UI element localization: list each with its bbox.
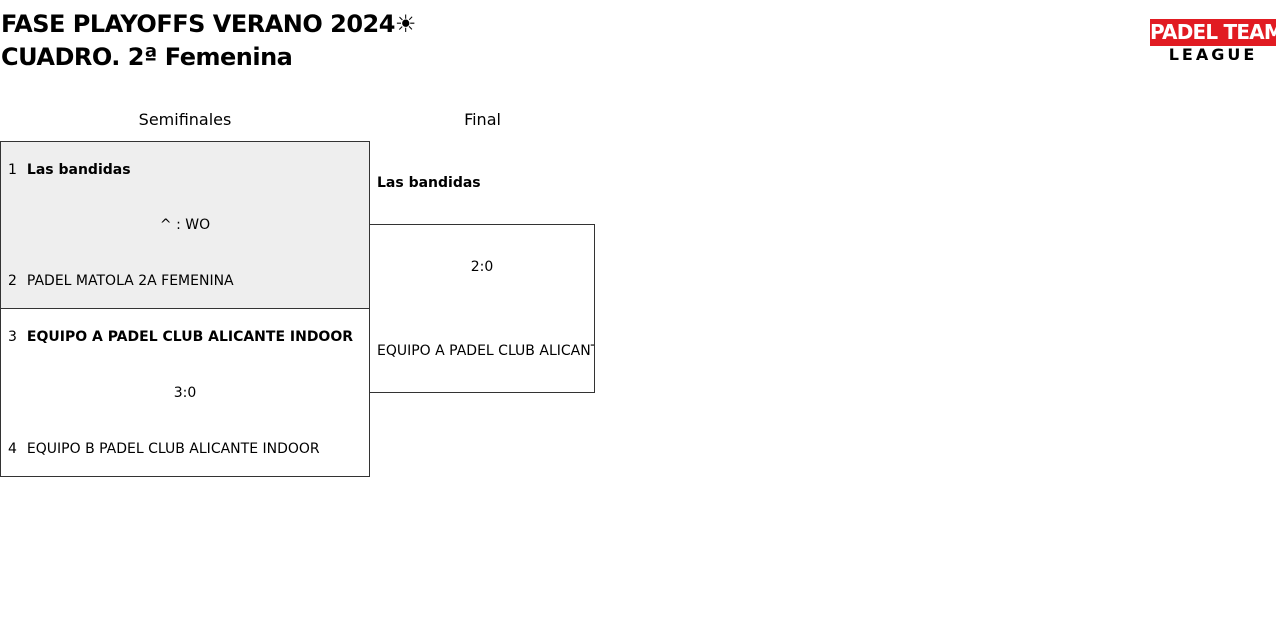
match-score: 3:0 <box>173 385 197 401</box>
logo-top-text: PADEL TEAM <box>1150 19 1276 46</box>
team-name: EQUIPO A PADEL CLUB ALICANTE INDOOR <box>26 329 354 345</box>
semifinal-match-1[interactable]: 1 Las bandidas ^ : WO 2 PADEL MATOLA 2A FE… <box>0 141 370 309</box>
round-title-final: Final <box>464 110 501 129</box>
team-name: PADEL MATOLA 2A FEMENINA <box>26 273 234 289</box>
team-name: EQUIPO B PADEL CLUB ALICANTE INDOOR <box>26 441 320 457</box>
final-runner-up-name: EQUIPO A PADEL CLUB ALICANTE INDOOR <box>377 343 594 359</box>
team-row[interactable]: 1 Las bandidas <box>1 159 369 181</box>
final-winner-name[interactable]: Las bandidas <box>377 175 481 191</box>
team-seed: 4 <box>8 441 17 457</box>
team-seed: 1 <box>8 162 17 178</box>
team-row[interactable]: 3 EQUIPO A PADEL CLUB ALICANTE INDOOR <box>1 326 369 348</box>
page-title: FASE PLAYOFFS VERANO 2024☀ <box>1 10 416 38</box>
team-seed: 3 <box>8 329 17 345</box>
logo-bottom-text: LEAGUE <box>1168 45 1258 64</box>
round-title-semifinals: Semifinales <box>138 110 232 129</box>
team-row[interactable]: 2 PADEL MATOLA 2A FEMENINA <box>1 270 369 292</box>
match-score: ^ : WO <box>159 217 211 233</box>
team-seed: 2 <box>8 273 17 289</box>
final-score: 2:0 <box>470 259 494 275</box>
team-row[interactable]: 4 EQUIPO B PADEL CLUB ALICANTE INDOOR <box>1 438 369 460</box>
semifinal-match-2[interactable]: 3 EQUIPO A PADEL CLUB ALICANTE INDOOR 3:0… <box>0 308 370 477</box>
page-header: FASE PLAYOFFS VERANO 2024☀ CUADRO. 2ª Fe… <box>1 8 416 74</box>
team-name: Las bandidas <box>26 162 131 178</box>
padel-team-league-logo: PADEL TEAM LEAGUE <box>1150 19 1276 63</box>
final-match[interactable]: 2:0 EQUIPO A PADEL CLUB ALICANTE INDOOR <box>370 224 595 393</box>
page-subtitle: CUADRO. 2ª Femenina <box>1 43 293 71</box>
